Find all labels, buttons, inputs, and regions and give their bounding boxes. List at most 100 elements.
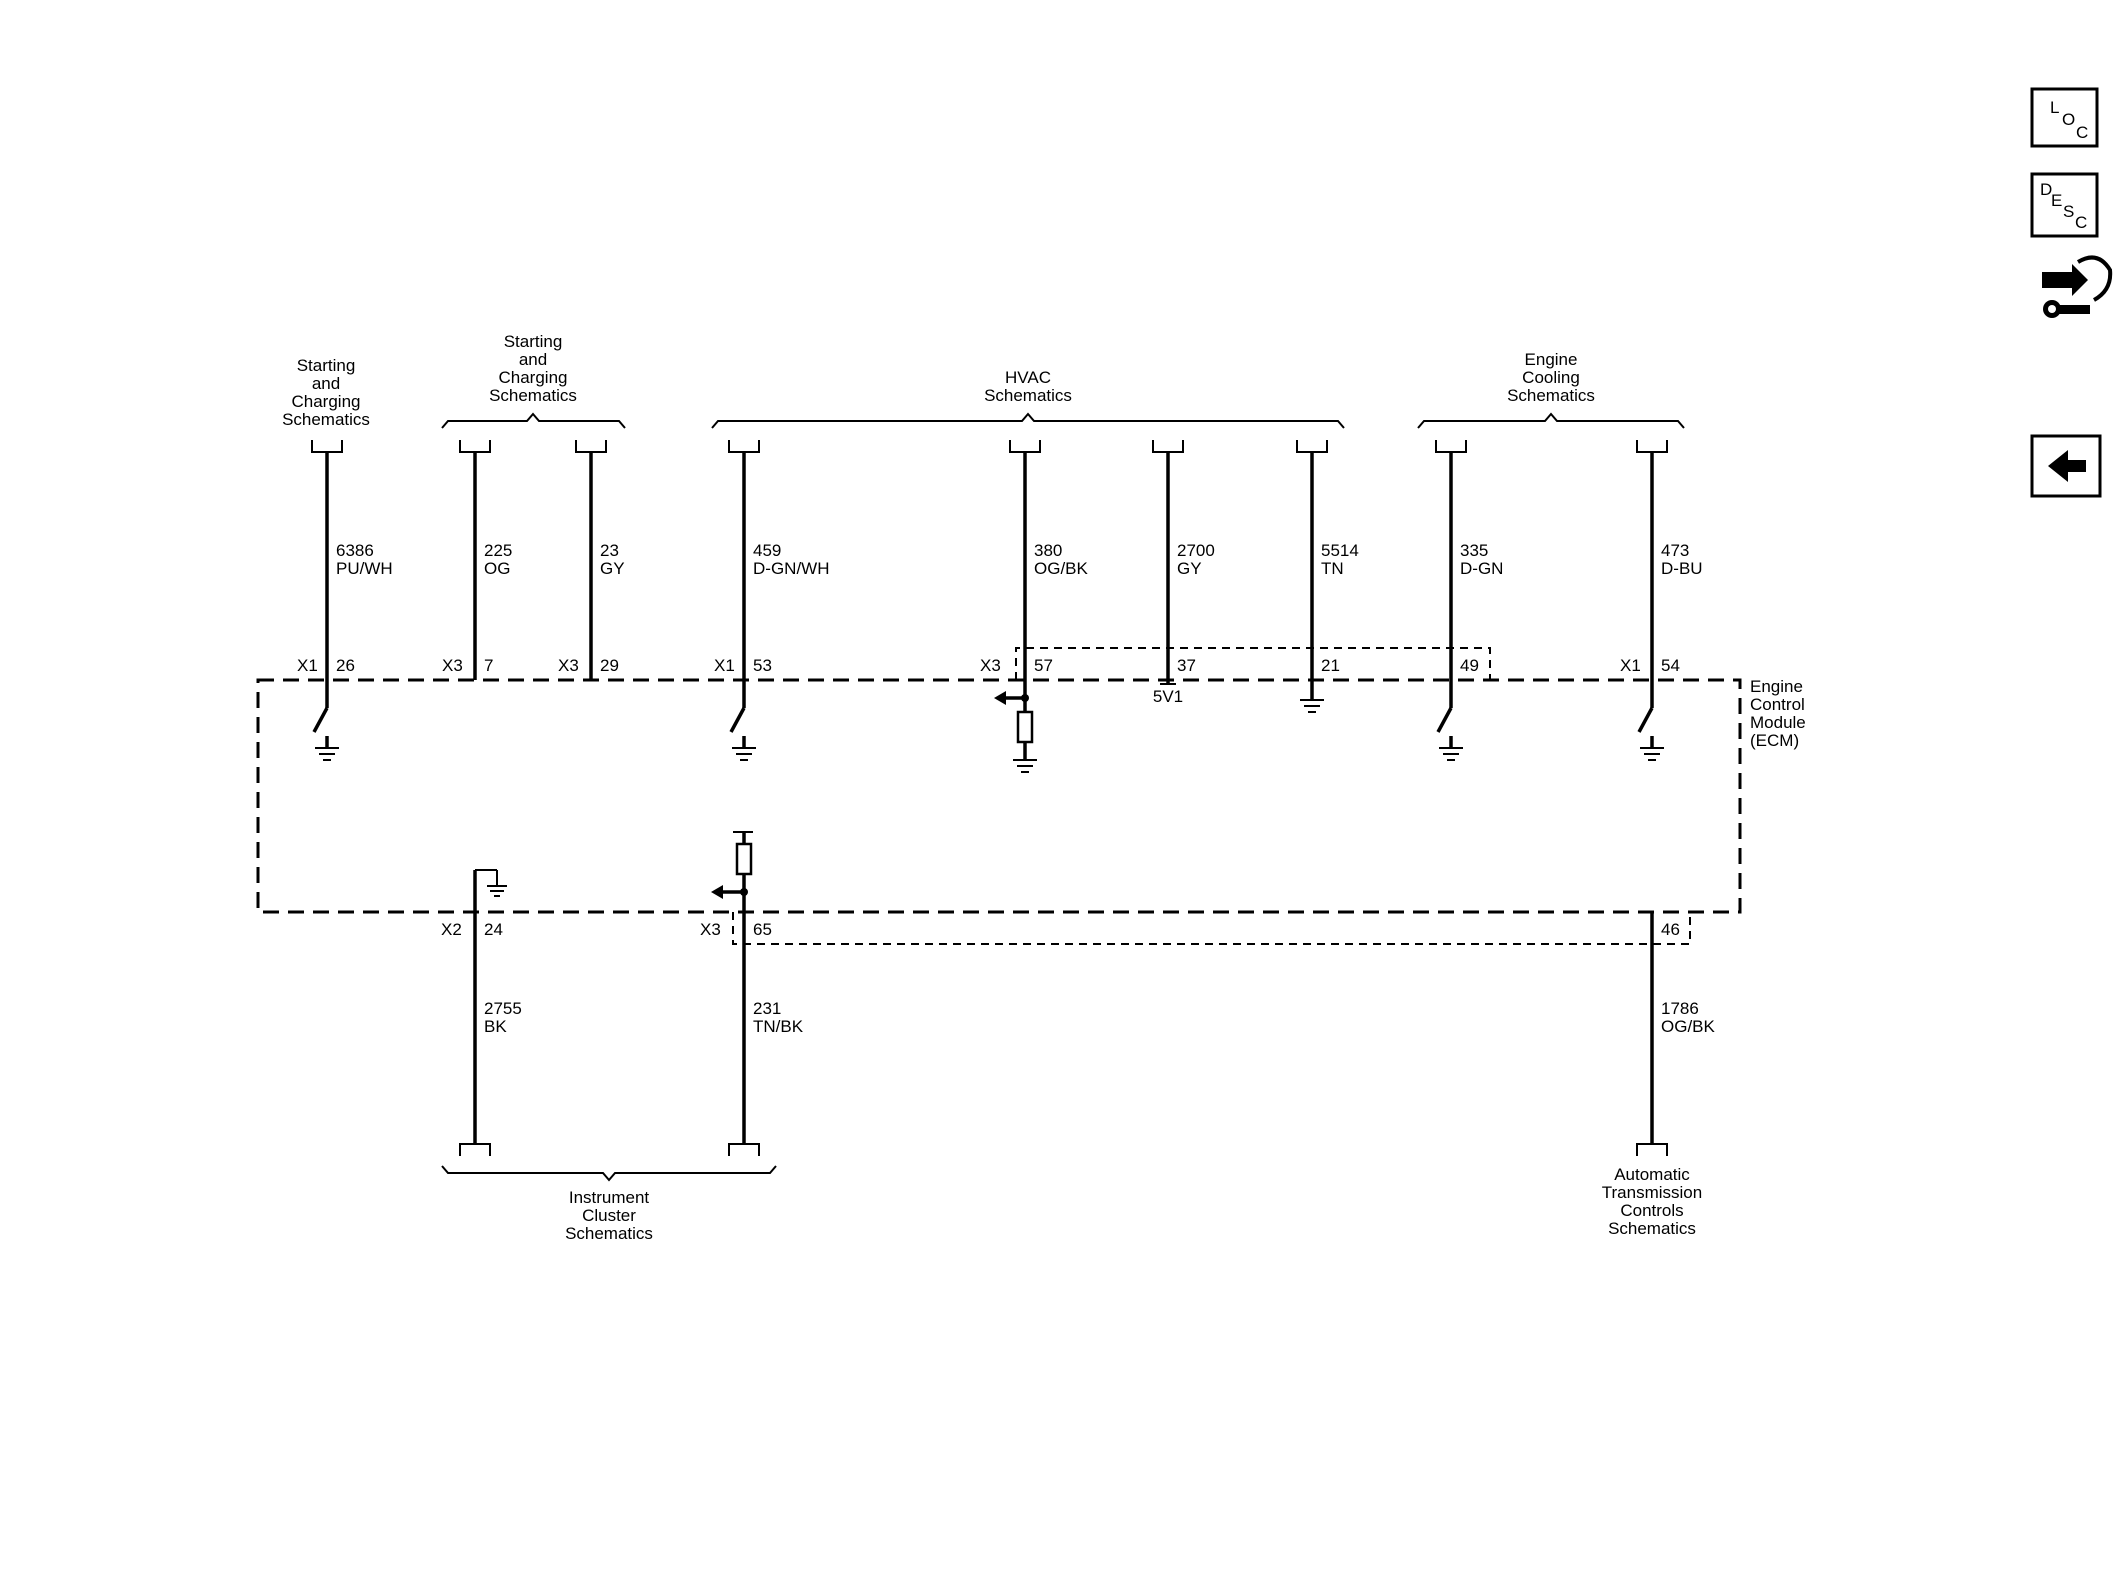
svg-text:TN: TN — [1321, 559, 1344, 578]
svg-text:6386: 6386 — [336, 541, 374, 560]
svg-text:225: 225 — [484, 541, 512, 560]
svg-text:Automatic: Automatic — [1614, 1165, 1690, 1184]
connector-service-icon[interactable] — [2042, 255, 2113, 319]
svg-text:459: 459 — [753, 541, 781, 560]
ground-21 — [1300, 680, 1324, 713]
svg-text:Starting: Starting — [297, 356, 356, 375]
svg-text:Engine: Engine — [1750, 677, 1803, 696]
svg-text:335: 335 — [1460, 541, 1488, 560]
svg-text:Transmission: Transmission — [1602, 1183, 1702, 1202]
svg-text:and: and — [519, 350, 547, 369]
svg-text:Cooling: Cooling — [1522, 368, 1580, 387]
svg-text:53: 53 — [753, 656, 772, 675]
svg-text:24: 24 — [484, 920, 503, 939]
desc-letter-c: C — [2075, 213, 2087, 232]
wire-231: X3 65 231 TN/BK — [700, 920, 804, 1036]
svg-text:Control: Control — [1750, 695, 1805, 714]
shield-top — [1015, 647, 1491, 680]
ecm-module-box — [256, 678, 1742, 914]
switch-ground-54 — [1637, 680, 1664, 761]
svg-text:X3: X3 — [980, 656, 1001, 675]
desc-letter-e: E — [2051, 191, 2062, 210]
svg-text:Schematics: Schematics — [984, 386, 1072, 405]
svg-text:5V1: 5V1 — [1153, 687, 1183, 706]
switch-ground-26 — [312, 680, 339, 761]
group-braces-top — [441, 412, 1685, 429]
wire-2700: 2700 GY 37 — [1177, 541, 1215, 675]
switch-ground-53 — [729, 680, 756, 761]
wire-23: 23 GY X3 29 — [558, 541, 625, 675]
ecm-label: Engine Control Module (ECM) — [1750, 677, 1806, 750]
svg-text:1786: 1786 — [1661, 999, 1699, 1018]
svg-text:(ECM): (ECM) — [1750, 731, 1799, 750]
svg-text:TN/BK: TN/BK — [753, 1017, 804, 1036]
svg-text:Module: Module — [1750, 713, 1806, 732]
svg-text:GY: GY — [600, 559, 625, 578]
svg-text:BK: BK — [484, 1017, 507, 1036]
wire-225: 225 OG X3 7 — [442, 541, 512, 675]
loc-letter-o: O — [2062, 110, 2075, 129]
switch-ground-49 — [1436, 680, 1463, 761]
loc-letter-l: L — [2050, 98, 2059, 117]
left-arrow-icon — [2048, 450, 2086, 482]
svg-text:2700: 2700 — [1177, 541, 1215, 560]
svg-text:Schematics: Schematics — [489, 386, 577, 405]
svg-text:X3: X3 — [442, 656, 463, 675]
instrument-cluster-label: Instrument Cluster Schematics — [565, 1188, 653, 1243]
bottom-terminals — [459, 1143, 1668, 1156]
svg-text:Charging: Charging — [292, 392, 361, 411]
sensor-input-57 — [994, 680, 1037, 773]
wire-335: 335 D-GN 49 — [1460, 541, 1503, 675]
svg-text:Charging: Charging — [499, 368, 568, 387]
svg-text:OG/BK: OG/BK — [1034, 559, 1089, 578]
svg-text:Controls: Controls — [1620, 1201, 1683, 1220]
svg-text:and: and — [312, 374, 340, 393]
svg-text:21: 21 — [1321, 656, 1340, 675]
svg-text:HVAC: HVAC — [1005, 368, 1051, 387]
svg-text:37: 37 — [1177, 656, 1196, 675]
svg-text:5514: 5514 — [1321, 541, 1359, 560]
starting-charging-label-left: Starting and Charging Schematics — [282, 356, 370, 429]
svg-text:380: 380 — [1034, 541, 1062, 560]
svg-text:Starting: Starting — [504, 332, 563, 351]
svg-text:X3: X3 — [558, 656, 579, 675]
svg-text:Instrument: Instrument — [569, 1188, 650, 1207]
description-button[interactable]: D E S C — [2030, 172, 2099, 238]
reference-5v-37: 5V1 — [1153, 680, 1183, 706]
svg-text:29: 29 — [600, 656, 619, 675]
svg-text:X2: X2 — [441, 920, 462, 939]
svg-text:57: 57 — [1034, 656, 1053, 675]
wire-459: 459 D-GN/WH X1 53 — [714, 541, 829, 675]
svg-text:2755: 2755 — [484, 999, 522, 1018]
wire-2755: X2 24 2755 BK — [441, 920, 522, 1036]
wire-6386: 6386 PU/WH X1 26 — [297, 541, 393, 675]
engine-cooling-label: Engine Cooling Schematics — [1507, 350, 1595, 405]
svg-text:D-GN: D-GN — [1460, 559, 1503, 578]
svg-text:Engine: Engine — [1525, 350, 1578, 369]
svg-text:OG: OG — [484, 559, 510, 578]
svg-text:49: 49 — [1460, 656, 1479, 675]
location-button[interactable]: L O C — [2030, 87, 2099, 148]
svg-text:X1: X1 — [297, 656, 318, 675]
loc-letter-c: C — [2076, 123, 2088, 142]
svg-text:D-GN/WH: D-GN/WH — [753, 559, 829, 578]
shield-bottom — [732, 912, 1691, 945]
svg-text:46: 46 — [1661, 920, 1680, 939]
starting-charging-label-mid: Starting and Charging Schematics — [489, 332, 577, 405]
svg-text:Schematics: Schematics — [565, 1224, 653, 1243]
pullup-input-65 — [711, 831, 753, 912]
svg-text:7: 7 — [484, 656, 493, 675]
top-wires — [325, 452, 1654, 680]
top-terminals — [311, 440, 1668, 453]
svg-text:65: 65 — [753, 920, 772, 939]
svg-text:26: 26 — [336, 656, 355, 675]
svg-text:X1: X1 — [714, 656, 735, 675]
back-button[interactable] — [2030, 434, 2102, 498]
svg-text:Schematics: Schematics — [282, 410, 370, 429]
desc-letter-d: D — [2040, 180, 2052, 199]
svg-text:Schematics: Schematics — [1507, 386, 1595, 405]
transmission-controls-label: Automatic Transmission Controls Schemati… — [1602, 1165, 1702, 1238]
desc-letter-s: S — [2063, 202, 2074, 221]
internal-ground-24 — [473, 869, 507, 912]
